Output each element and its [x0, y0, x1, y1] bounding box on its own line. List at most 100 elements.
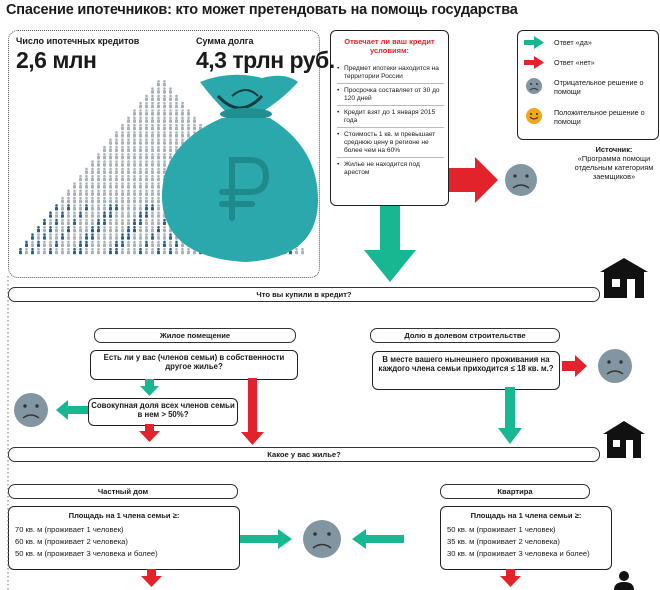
red-arrow-icon [500, 569, 521, 587]
legend: Ответ «да» Ответ «нет» Отрицательное реш… [517, 30, 659, 140]
person-figure [163, 167, 166, 174]
red-arrow-icon [241, 378, 264, 445]
conditions-box: Отвечает ли ваш кредит условиям: Предмет… [330, 30, 449, 206]
legend-positive-label: Положительное решение о помощи [554, 108, 645, 126]
person-figure [73, 218, 76, 226]
person-figure [139, 153, 142, 160]
person-figure [301, 247, 304, 255]
person-figure [133, 153, 136, 160]
person-figure [169, 94, 172, 101]
person-figure [163, 101, 166, 109]
person-figure [151, 167, 154, 174]
person-figure [127, 131, 130, 138]
person-figure [79, 218, 82, 226]
person-figure [67, 247, 70, 255]
person-figure [157, 116, 160, 123]
person-figure [139, 101, 142, 109]
person-figure [67, 196, 70, 204]
person-figure [43, 233, 46, 240]
person-figure [97, 204, 100, 211]
person-figure [127, 247, 130, 255]
person-figure [37, 233, 40, 240]
question-18-sqm: В месте вашего нынешнего проживания на к… [372, 351, 560, 390]
person-figure [85, 218, 88, 226]
person-figure [85, 182, 88, 189]
person-figure [55, 233, 58, 240]
person-figure [145, 204, 148, 211]
person-figure [109, 233, 112, 240]
person-figure [115, 153, 118, 160]
person-figure [109, 226, 112, 233]
person-figure [133, 174, 136, 182]
person-figure [103, 226, 106, 233]
person-figure [103, 218, 106, 226]
question-other-housing: Есть ли у вас (членов семьи) в собственн… [90, 350, 298, 380]
person-figure [103, 189, 106, 196]
person-figure [151, 218, 154, 226]
red-arrow-icon [141, 569, 162, 587]
person-figure [151, 131, 154, 138]
person-figure [145, 226, 148, 233]
debt-label: Сумма долга [196, 36, 254, 46]
person-figure [181, 101, 184, 109]
person-figure [163, 80, 166, 87]
person-figure [127, 145, 130, 153]
person-figure [151, 226, 154, 233]
apartment-area-line: 50 кв. м (проживает 1 человек) [447, 525, 556, 534]
person-figure [121, 138, 124, 145]
person-figure [163, 123, 166, 131]
green-arrow-icon [240, 529, 292, 549]
person-figure [145, 189, 148, 196]
person-figure [145, 247, 148, 255]
person-figure [121, 153, 124, 160]
person-figure [133, 233, 136, 240]
person-figure [115, 226, 118, 233]
person-figure [115, 189, 118, 196]
person-figure [151, 109, 154, 116]
person-figure [139, 109, 142, 116]
person-figure [157, 233, 160, 240]
person-figure [79, 240, 82, 247]
apartment-area-line: 30 кв. м (проживает 3 человека и более) [447, 549, 590, 558]
person-figure [121, 247, 124, 255]
person-figure [127, 123, 130, 131]
person-figure [97, 174, 100, 182]
person-figure [61, 233, 64, 240]
green-arrow-icon [352, 529, 404, 549]
person-figure [163, 218, 166, 226]
person-figure [157, 218, 160, 226]
person-figure [163, 226, 166, 233]
question-what-housing: Какое у вас жилье? [8, 447, 600, 462]
person-figure [169, 145, 172, 153]
private-house-area-box: Площадь на 1 члена семьи ≥: 70 кв. м (пр… [8, 506, 240, 570]
person-figure [145, 167, 148, 174]
person-figure [79, 196, 82, 204]
person-figure [109, 153, 112, 160]
person-figure [31, 240, 34, 247]
person-figure [85, 233, 88, 240]
person-figure [49, 218, 52, 226]
person-figure [97, 240, 100, 247]
person-figure [157, 174, 160, 182]
person-figure [73, 233, 76, 240]
person-figure [97, 218, 100, 226]
person-figure [85, 211, 88, 218]
person-figure [49, 211, 52, 218]
person-figure [73, 182, 76, 189]
person-figure [67, 189, 70, 196]
person-figure [109, 145, 112, 153]
person-figure [151, 123, 154, 131]
person-figure [115, 204, 118, 211]
option-apartment: Квартира [440, 484, 590, 499]
person-figure [109, 196, 112, 204]
person-figure [181, 123, 184, 131]
person-figure [157, 189, 160, 196]
loans-value: 2,6 млн [16, 47, 97, 73]
person-figure [145, 116, 148, 123]
person-figure [133, 196, 136, 204]
person-figure [127, 218, 130, 226]
person-figure [157, 87, 160, 94]
person-figure [145, 160, 148, 167]
red-arrow-icon [139, 424, 160, 442]
loans-label: Число ипотечных кредитов [16, 36, 140, 46]
